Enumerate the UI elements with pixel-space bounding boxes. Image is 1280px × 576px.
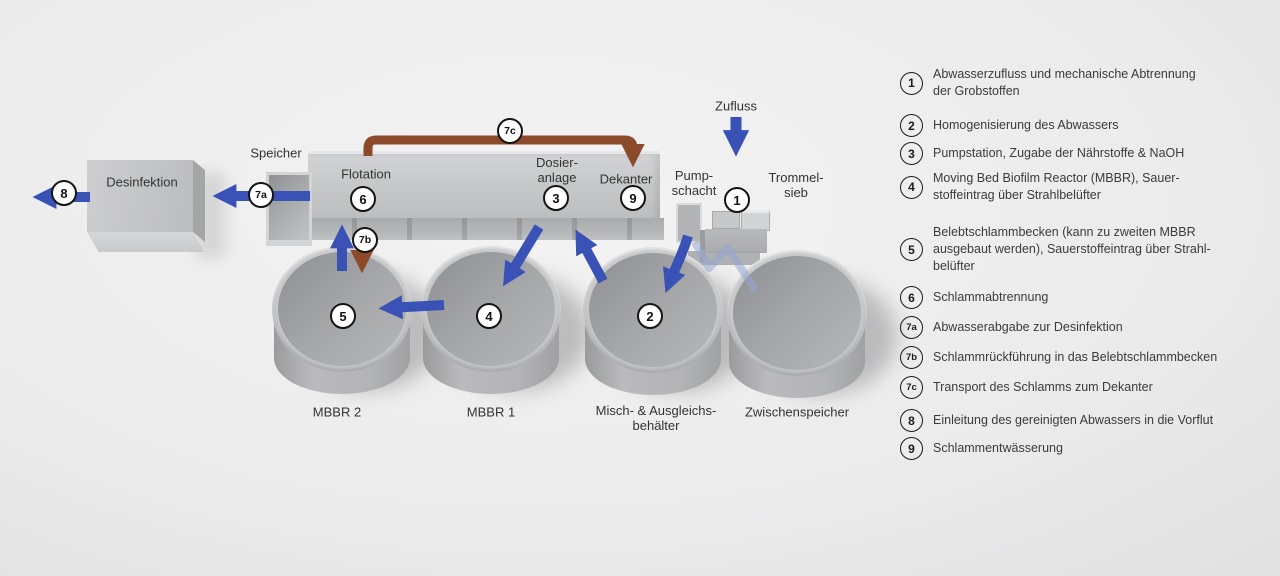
badge-9: 9	[620, 185, 646, 211]
legend-item-4: 4 Moving Bed Biofilm Reactor (MBBR), Saue…	[900, 170, 1260, 204]
flotation-label: Flotation	[341, 166, 391, 182]
arrow-pump-to-tank2	[663, 234, 693, 293]
badge-6: 6	[350, 186, 376, 212]
badge-3: 3	[543, 185, 569, 211]
legend-text-7b: Schlammrückführung in das Belebtschlammb…	[933, 350, 1218, 364]
dekanter-label: Dekanter	[599, 171, 653, 187]
pump-station-frame	[676, 203, 702, 243]
dosieranlage-label: Dosier- anlage	[536, 155, 578, 185]
legend-text-7c: Transport des Schlamms zum Dekanter	[933, 380, 1153, 394]
legend-item-1: 1 Abwasserzufluss und mechanische Abtrenn…	[900, 66, 1260, 100]
legend-item-3: 3 Pumpstation, Zugabe der Nährstoffe & Na…	[900, 142, 1260, 165]
desinfektion-box	[87, 160, 193, 232]
badge-7c: 7c	[497, 118, 523, 144]
legend-item-7a: 7a Abwasserabgabe zur Desinfektion	[900, 316, 1260, 339]
speicher-container	[266, 172, 312, 246]
legend-text-5: Belebtschlammbecken (kann zu zweiten MBB…	[933, 225, 1211, 273]
legend-text-9: Schlammentwässerung	[933, 441, 1063, 455]
legend-badge-2: 2	[900, 114, 923, 137]
badge-5: 5	[330, 303, 356, 329]
badge-8: 8	[51, 180, 77, 206]
badge-4: 4	[476, 303, 502, 329]
process-hall-base	[302, 218, 664, 240]
legend-badge-4: 4	[900, 175, 923, 199]
legend-badge-5: 5	[900, 238, 923, 261]
tank-zwischenspeicher-label: Zwischenspeicher	[744, 404, 850, 420]
legend-text-1: Abwasserzufluss und mechanische Abtrennu…	[933, 67, 1196, 98]
desinfektion-label: Desinfektion	[106, 174, 178, 190]
legend-badge-9: 9	[900, 437, 923, 460]
pump-platform	[705, 229, 767, 253]
legend-badge-7c: 7c	[900, 376, 923, 399]
legend-item-8: 8 Einleitung des gereinigten Abwassers in…	[900, 409, 1260, 432]
legend-item-5: 5 Belebtschlammbecken (kann zu zweiten MB…	[900, 224, 1260, 275]
speicher-label: Speicher	[250, 145, 302, 161]
pump-post	[700, 230, 705, 262]
pumpschacht-label: Pump- schacht	[671, 168, 717, 198]
legend-item-7b: 7b Schlammrückführung in das Belebtschlam…	[900, 346, 1260, 369]
tank-misch-ausgleichsbehaelter-label: Misch- & Ausgleichs- behälter	[595, 403, 717, 433]
legend-text-4: Moving Bed Biofilm Reactor (MBBR), Sauer…	[933, 171, 1180, 202]
legend-item-6: 6 Schlammabtrennung	[900, 286, 1260, 309]
trommelsieb-label: Trommel- sieb	[768, 170, 824, 200]
legend-item-2: 2 Homogenisierung des Abwassers	[900, 114, 1260, 137]
legend-text-3: Pumpstation, Zugabe der Nährstoffe & NaO…	[933, 146, 1185, 160]
flow-ribbon-to-zwischenspeicher	[691, 240, 760, 294]
legend-badge-6: 6	[900, 286, 923, 309]
legend-badge-7a: 7a	[900, 316, 923, 339]
arrow-tank4-to-tank5	[378, 295, 445, 320]
badge-2: 2	[637, 303, 663, 329]
tank-zwischenspeicher	[727, 250, 897, 400]
arrow-7c-sludge-to-dekanter	[363, 135, 645, 168]
pump-station-box	[712, 211, 740, 229]
tank-mbbr-2-label: MBBR 2	[312, 404, 362, 420]
legend-badge-7b: 7b	[900, 346, 923, 369]
arrow-tank2-to-hall	[575, 229, 608, 284]
legend-badge-3: 3	[900, 142, 923, 165]
legend-text-8: Einleitung des gereinigten Abwassers in …	[933, 413, 1214, 427]
legend-text-2: Homogenisierung des Abwassers	[933, 118, 1119, 132]
badge-1: 1	[724, 187, 750, 213]
zufluss-label: Zufluss	[715, 98, 757, 114]
tank-mbbr-1-label: MBBR 1	[466, 404, 516, 420]
tank-misch-ausgleichsbehaelter	[583, 247, 753, 397]
arrow-hall-to-tank4	[503, 224, 544, 287]
badge-7b: 7b	[352, 227, 378, 253]
legend-badge-1: 1	[900, 71, 923, 95]
legend-text-6: Schlammabtrennung	[933, 290, 1049, 304]
tank-inner	[733, 256, 861, 370]
legend-badge-8: 8	[900, 409, 923, 432]
legend-text-7a: Abwasserabgabe zur Desinfektion	[933, 320, 1123, 334]
legend-item-7c: 7c Transport des Schlamms zum Dekanter	[900, 376, 1260, 399]
legend-item-9: 9 Schlammentwässerung	[900, 437, 1260, 460]
badge-7a: 7a	[248, 182, 274, 208]
